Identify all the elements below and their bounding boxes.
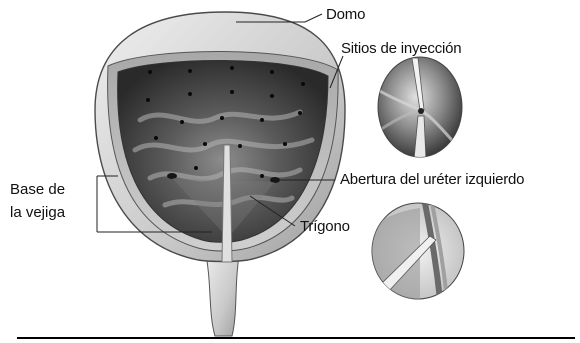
label-dome: Domo [326, 6, 365, 23]
cystoscope-needle [222, 145, 232, 262]
injection-dot [283, 142, 287, 146]
injection-dot [203, 142, 207, 146]
injection-dot [260, 174, 264, 178]
label-left-ureter-opening: Abertura del uréter izquierdo [340, 171, 524, 188]
injection-dot [270, 94, 274, 98]
injection-dot [180, 120, 184, 124]
injection-dot [188, 69, 192, 73]
injection-dot [146, 98, 150, 102]
wall-crosssection-icon [372, 203, 464, 300]
injection-dot [270, 70, 274, 74]
injection-dot [194, 166, 198, 170]
injection-dot [188, 92, 192, 96]
label-bladder-base-line2: la vejiga [10, 201, 65, 224]
injection-dot [260, 118, 264, 122]
label-bladder-base: Base de la vejiga [10, 178, 65, 224]
injection-dot [301, 82, 305, 86]
injection-dot [148, 70, 152, 74]
injection-dot [238, 144, 242, 148]
injection-closeup-icon [378, 57, 462, 160]
urethra [205, 250, 240, 336]
injection-dot [154, 136, 158, 140]
label-injection-sites: Sitios de inyección [341, 40, 461, 57]
bottom-rule [17, 337, 575, 339]
injection-dot [230, 66, 234, 70]
injection-dot [298, 111, 302, 115]
injection-dot [230, 90, 234, 94]
label-bladder-base-line1: Base de [10, 178, 65, 201]
label-trigone: Trígono [300, 218, 350, 235]
injection-dot [220, 116, 224, 120]
